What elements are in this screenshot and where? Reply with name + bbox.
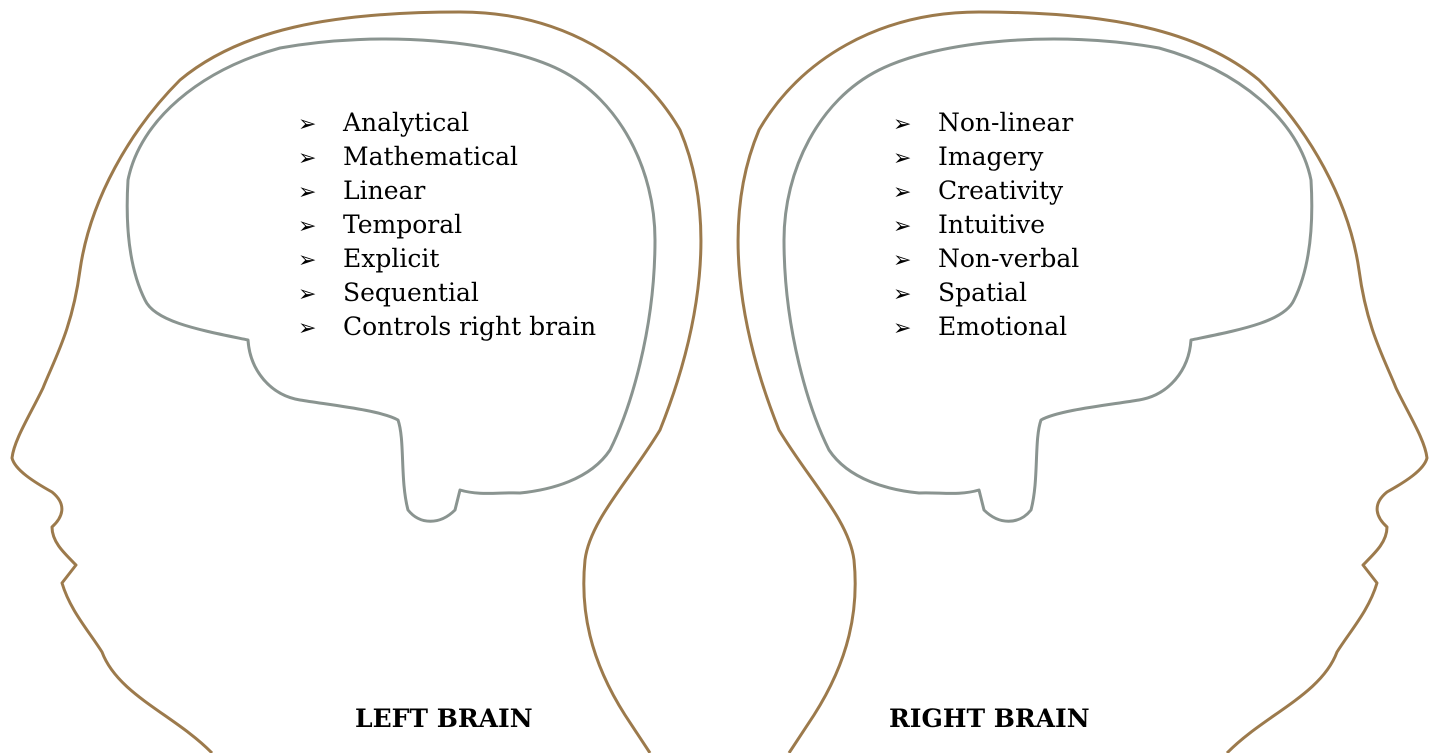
arrow-bullet-icon: ➢: [893, 248, 912, 273]
arrow-bullet-icon: ➢: [893, 146, 912, 171]
trait-label: Analytical: [343, 108, 470, 137]
trait-label: Non-linear: [938, 108, 1074, 137]
trait-item: ➢ Explicit: [298, 242, 596, 276]
trait-item: ➢ Sequential: [298, 276, 596, 310]
arrow-bullet-icon: ➢: [298, 282, 317, 307]
trait-label: Emotional: [938, 312, 1068, 341]
trait-item: ➢ Intuitive: [893, 208, 1079, 242]
right-brain-trait-list: ➢ Non-linear ➢ Imagery ➢ Creativity ➢ Intuitive…: [893, 106, 1079, 344]
right-brain-outline: [782, 37, 1314, 523]
arrow-bullet-icon: ➢: [893, 180, 912, 205]
arrow-bullet-icon: ➢: [893, 112, 912, 137]
trait-label: Non-verbal: [938, 244, 1080, 273]
trait-item: ➢ Temporal: [298, 208, 596, 242]
arrow-bullet-icon: ➢: [298, 316, 317, 341]
trait-item: ➢ Spatial: [893, 276, 1079, 310]
trait-label: Controls right brain: [343, 312, 597, 341]
trait-label: Sequential: [343, 278, 479, 307]
trait-item: ➢ Non-verbal: [893, 242, 1079, 276]
right-head-outline: [736, 10, 1429, 753]
trait-item: ➢ Mathematical: [298, 140, 596, 174]
trait-label: Mathematical: [343, 142, 518, 171]
trait-label: Explicit: [343, 244, 440, 273]
arrow-bullet-icon: ➢: [298, 214, 317, 239]
left-brain-trait-list: ➢ Analytical ➢ Mathematical ➢ Linear ➢ Temporal…: [298, 106, 596, 344]
trait-label: Imagery: [938, 142, 1044, 171]
trait-label: Intuitive: [938, 210, 1046, 239]
trait-item: ➢ Emotional: [893, 310, 1079, 344]
trait-item: ➢ Creativity: [893, 174, 1079, 208]
arrow-bullet-icon: ➢: [298, 146, 317, 171]
arrow-bullet-icon: ➢: [298, 180, 317, 205]
trait-item: ➢ Analytical: [298, 106, 596, 140]
trait-item: ➢ Linear: [298, 174, 596, 208]
trait-item: ➢ Imagery: [893, 140, 1079, 174]
trait-item: ➢ Controls right brain: [298, 310, 596, 344]
trait-label: Spatial: [938, 278, 1027, 307]
arrow-bullet-icon: ➢: [893, 214, 912, 239]
arrow-bullet-icon: ➢: [298, 248, 317, 273]
trait-label: Temporal: [343, 210, 463, 239]
left-brain-label: LEFT BRAIN: [355, 704, 533, 733]
left-head-outline: [10, 10, 703, 753]
trait-label: Linear: [343, 176, 426, 205]
trait-item: ➢ Non-linear: [893, 106, 1079, 140]
left-brain-outline: [125, 37, 657, 523]
trait-label: Creativity: [938, 176, 1064, 205]
arrow-bullet-icon: ➢: [893, 282, 912, 307]
arrow-bullet-icon: ➢: [893, 316, 912, 341]
right-brain-label: RIGHT BRAIN: [889, 704, 1090, 733]
arrow-bullet-icon: ➢: [298, 112, 317, 137]
